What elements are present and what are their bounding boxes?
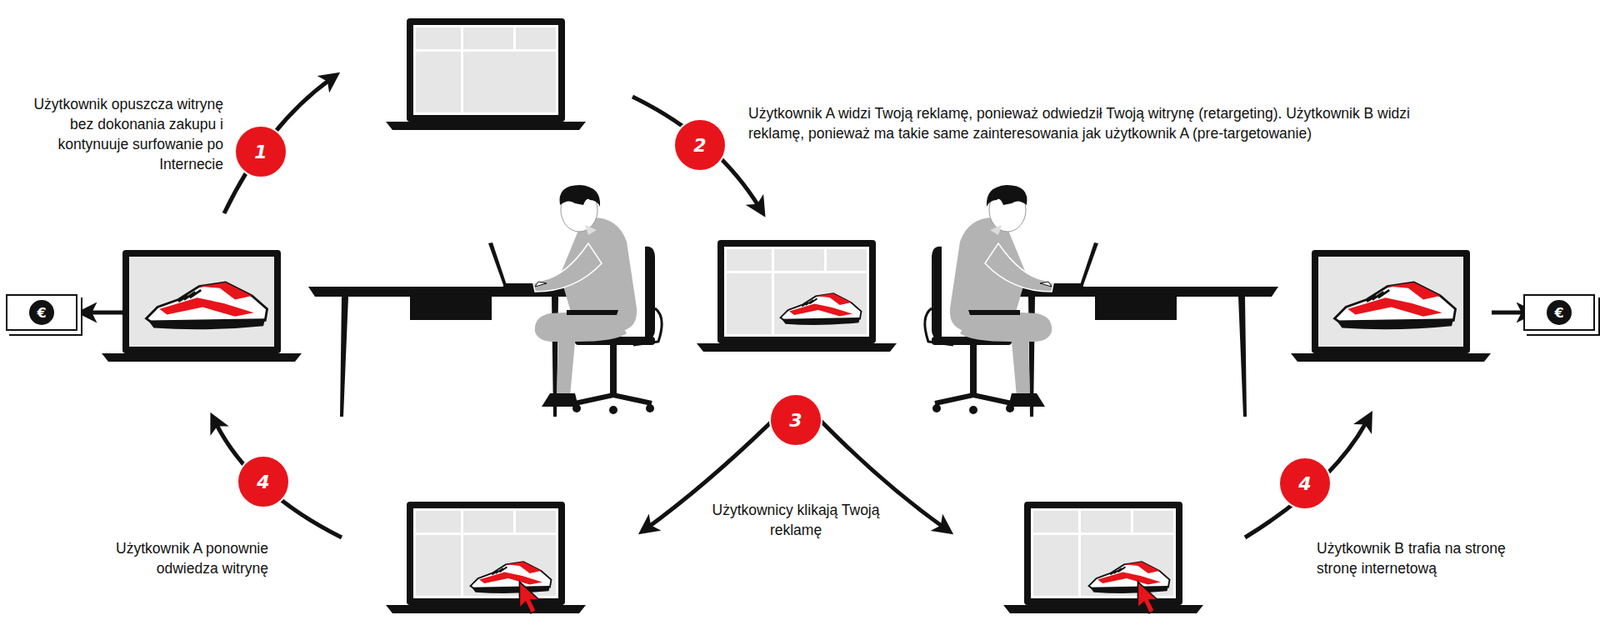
caption-text: Użytkownik A ponownie odwiedza witrynę bbox=[68, 538, 269, 579]
laptop bbox=[101, 250, 302, 362]
callout-text: 2 bbox=[693, 135, 706, 156]
shoe-ad bbox=[780, 293, 862, 325]
callout-number: 2 bbox=[673, 118, 727, 172]
flow-arrow bbox=[1491, 310, 1527, 315]
flow-arrow bbox=[224, 78, 332, 214]
laptop bbox=[385, 501, 586, 614]
callout-number: 1 bbox=[234, 125, 288, 179]
callout-text: 1 bbox=[254, 141, 267, 163]
caption-text: Użytkownik A widzi Twoją reklamę, poniew… bbox=[748, 103, 1465, 144]
flow-arrow bbox=[632, 96, 760, 209]
callout-number: 4 bbox=[236, 455, 290, 509]
caption-text: Użytkownicy klikają Twoją reklamę bbox=[704, 500, 888, 540]
callout-text: 3 bbox=[789, 410, 802, 431]
shoe bbox=[145, 282, 267, 330]
flow-arrow bbox=[86, 310, 124, 315]
cursor bbox=[1137, 581, 1158, 614]
person-at-desk bbox=[925, 185, 1279, 417]
caption-text: Użytkownik B trafia na stronę stronę int… bbox=[1316, 538, 1517, 579]
laptop bbox=[1003, 501, 1204, 614]
shoe bbox=[1334, 282, 1455, 330]
money-note: € bbox=[1523, 294, 1595, 331]
money-note: € bbox=[5, 294, 78, 331]
caption-text: Użytkownik opuszcza witrynę bez dokonani… bbox=[23, 94, 224, 175]
callout-text: 4 bbox=[256, 471, 270, 493]
currency-sign: € bbox=[1546, 300, 1572, 325]
callout-number: 4 bbox=[1278, 456, 1332, 510]
flow-arrow bbox=[1245, 420, 1368, 538]
callout-text: 4 bbox=[1298, 473, 1311, 495]
laptop bbox=[1290, 250, 1491, 362]
shoe-ad bbox=[1089, 561, 1170, 594]
laptop bbox=[696, 240, 897, 352]
person-at-desk bbox=[308, 185, 662, 417]
callout-number: 3 bbox=[769, 393, 823, 447]
laptop bbox=[385, 18, 586, 130]
cursor bbox=[519, 581, 540, 614]
flow-arrow bbox=[215, 421, 342, 538]
shoe-ad bbox=[470, 561, 552, 594]
currency-sign: € bbox=[29, 300, 55, 325]
